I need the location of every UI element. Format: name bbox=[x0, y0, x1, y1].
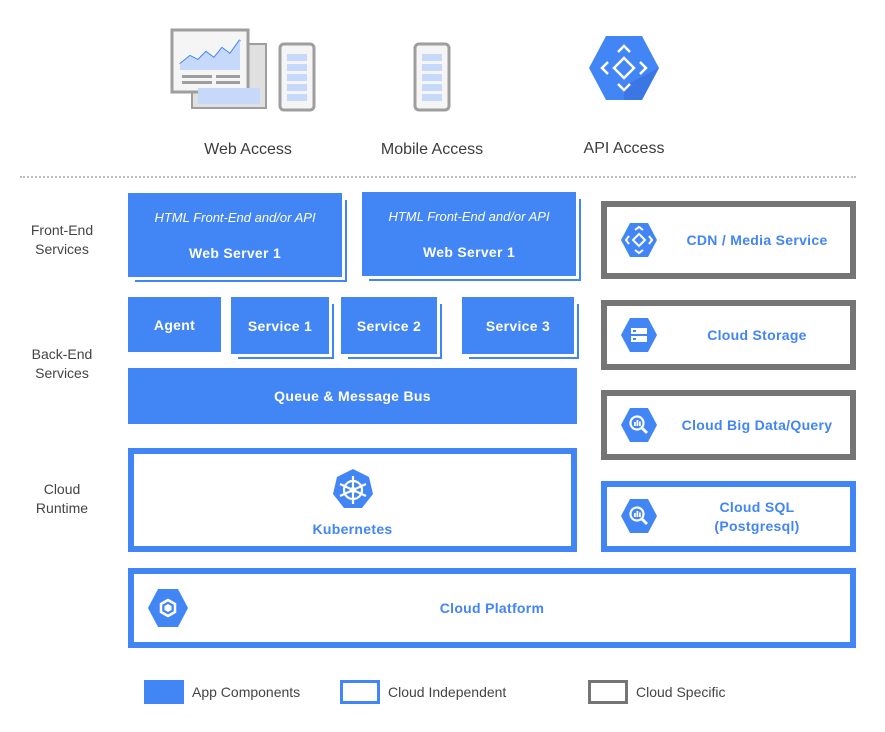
service-2-box: Service 2 bbox=[341, 297, 437, 354]
sql-icon bbox=[620, 498, 658, 534]
cloud-big-data-label: Cloud Big Data/Query bbox=[681, 417, 833, 433]
mobile-access-icon bbox=[412, 42, 452, 114]
web-server-title: Web Server 1 bbox=[422, 244, 516, 260]
cloud-platform-box: Cloud Platform bbox=[128, 568, 856, 648]
kubernetes-label: Kubernetes bbox=[312, 521, 393, 537]
divider bbox=[20, 176, 856, 178]
web-server-title: Web Server 1 bbox=[188, 245, 282, 261]
cloud-platform-label: Cloud Platform bbox=[439, 600, 545, 616]
mobile-access-label: Mobile Access bbox=[380, 141, 484, 158]
kubernetes-box: Kubernetes bbox=[128, 448, 577, 552]
cloud-sql-label: Cloud SQL (Postgresql) bbox=[714, 499, 800, 534]
agent-box: Agent bbox=[128, 297, 221, 352]
cloud-big-data-box: Cloud Big Data/Query bbox=[601, 390, 856, 460]
api-access-icon bbox=[588, 34, 660, 102]
api-access-label: API Access bbox=[583, 140, 665, 157]
legend-app-swatch bbox=[144, 680, 184, 704]
cloud-storage-box: Cloud Storage bbox=[601, 300, 856, 370]
web-access-icon bbox=[170, 28, 320, 114]
legend-independent-swatch bbox=[340, 680, 380, 704]
runtime-label: Cloud Runtime bbox=[35, 481, 89, 516]
legend-independent-label: Cloud Independent bbox=[388, 684, 507, 700]
web-server-2: HTML Front-End and/or API Web Server 1 bbox=[362, 192, 576, 276]
storage-icon bbox=[620, 317, 658, 353]
cdn-media-service-box: CDN / Media Service bbox=[601, 201, 856, 279]
web-access-label: Web Access bbox=[204, 141, 292, 158]
cdn-media-service-label: CDN / Media Service bbox=[686, 232, 828, 248]
service-3-box: Service 3 bbox=[462, 297, 574, 354]
back-end-label: Back-End Services bbox=[31, 346, 93, 381]
service-1-box: Service 1 bbox=[231, 297, 329, 354]
legend-app-label: App Components bbox=[192, 684, 301, 700]
cloud-platform-icon bbox=[147, 588, 189, 628]
cloud-sql-box: Cloud SQL (Postgresql) bbox=[601, 481, 856, 552]
bigquery-icon bbox=[620, 407, 658, 443]
legend-specific-label: Cloud Specific bbox=[636, 684, 726, 700]
cloud-storage-label: Cloud Storage bbox=[707, 327, 807, 343]
web-server-subtitle: HTML Front-End and/or API bbox=[154, 210, 316, 225]
queue-message-bus: Queue & Message Bus bbox=[128, 368, 577, 424]
cdn-icon bbox=[620, 222, 658, 258]
front-end-label: Front-End Services bbox=[30, 222, 94, 257]
legend-specific-swatch bbox=[588, 680, 628, 704]
kubernetes-icon bbox=[332, 468, 374, 510]
web-server-subtitle: HTML Front-End and/or API bbox=[388, 209, 550, 224]
web-server-1: HTML Front-End and/or API Web Server 1 bbox=[128, 193, 342, 277]
